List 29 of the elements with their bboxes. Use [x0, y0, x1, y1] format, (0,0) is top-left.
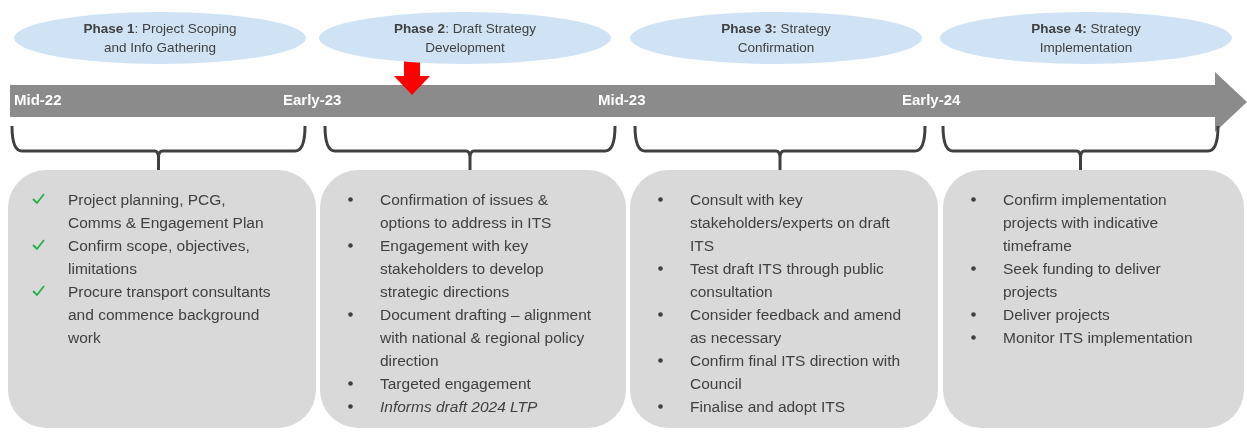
task-item: Project planning, PCG, Comms & Engagement Plan: [68, 190, 265, 233]
task-item: Consult with key stakeholders/experts on draft ITS: [690, 190, 891, 256]
phase-title: Phase 3: Strategy Confirmation: [720, 20, 832, 57]
task-item: Confirmation of issues & options to address in ITS: [380, 190, 553, 233]
task-item: Confirm scope, objectives, limitations: [68, 236, 251, 279]
task-item: Document drafting – alignment with national & regional policy direction: [380, 305, 592, 371]
timeline-label: Early-24: [902, 91, 961, 108]
task-card: [630, 170, 938, 428]
task-item: Informs draft 2024 LTP: [380, 397, 538, 417]
timeline-label: Early-23: [283, 91, 342, 108]
phase-title: Phase 1: Project Scoping and Info Gathering: [82, 20, 238, 57]
task-item: Confirm implementation projects with indicative timeframe: [1003, 190, 1168, 256]
task-item: Monitor ITS implementation: [1003, 328, 1193, 348]
timeline-label: Mid-23: [598, 91, 646, 108]
task-card: [943, 170, 1244, 428]
task-item: Confirm final ITS direction with Council: [690, 351, 902, 394]
task-item: Deliver projects: [1003, 305, 1110, 325]
phase-title: Phase 2: Draft Strategy Development: [393, 20, 537, 57]
task-item: Procure transport consultants and commence background work: [68, 282, 272, 348]
task-item: Seek funding to deliver projects: [1003, 259, 1162, 302]
task-item: Test draft ITS through public consultation: [690, 259, 885, 302]
task-card: [320, 170, 626, 428]
task-card: [8, 170, 316, 428]
task-item: Finalise and adopt ITS: [690, 397, 846, 417]
task-item: Consider feedback and amend as necessary: [690, 305, 903, 348]
phase-title: Phase 4: Strategy Implementation: [1030, 20, 1142, 57]
task-item: Targeted engagement: [380, 374, 531, 394]
timeline-label: Mid-22: [14, 91, 62, 108]
task-item: Engagement with key stakeholders to develop strategic directions: [380, 236, 545, 302]
